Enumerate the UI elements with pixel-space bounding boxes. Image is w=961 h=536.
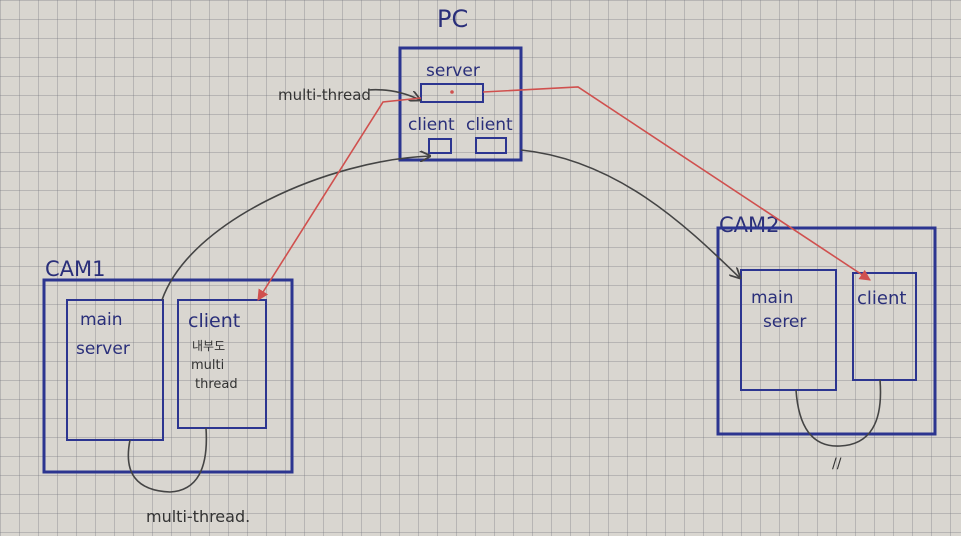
cam1-main-server-box — [66, 299, 164, 441]
pc-box — [398, 46, 523, 162]
pc-client-2-label: client — [466, 115, 513, 135]
cam2-main-server-box — [740, 269, 837, 391]
cam1-main-server-line2: server — [76, 339, 130, 359]
cam1-box — [42, 278, 294, 474]
cam1-bottom-note: multi-thread. — [146, 507, 250, 526]
cam2-title: CAM2 — [719, 213, 780, 237]
link-pc-server-to-cam1-client — [257, 97, 422, 301]
cam2-client-box — [852, 272, 917, 381]
cam1-internal-thread-loop — [127, 427, 208, 493]
link-cam1-main-to-pc-client1 — [161, 156, 430, 301]
cam1-client-note-3: thread — [195, 377, 238, 392]
pc-multithread-note: multi-thread — [278, 86, 371, 104]
cam2-main-server-line1: main — [751, 288, 793, 308]
cam2-main-server-line2: serer — [763, 312, 806, 332]
cam1-client-note-2: multi — [191, 358, 224, 373]
cam2-box — [716, 226, 937, 436]
cam2-client-label: client — [857, 288, 906, 309]
pc-server-label: server — [426, 61, 480, 81]
pc-title: PC — [437, 5, 468, 33]
cam2-ditto-mark: // — [832, 456, 842, 472]
cam1-client-note-1: 내부도 — [192, 339, 225, 353]
link-pc-server-to-cam2-client — [482, 86, 871, 281]
cam1-title: CAM1 — [45, 257, 106, 281]
link-pc-client2-to-cam2-main — [520, 149, 740, 278]
cam2-internal-thread-loop — [795, 379, 882, 447]
cam1-main-server-line1: main — [80, 310, 122, 330]
cam1-client-box — [177, 299, 267, 429]
cam1-client-label: client — [188, 310, 240, 332]
pc-client-1-socket — [428, 138, 452, 154]
pc-client-2-socket — [475, 137, 507, 154]
pc-client-1-label: client — [408, 115, 455, 135]
pc-server-port-dot — [450, 90, 454, 94]
